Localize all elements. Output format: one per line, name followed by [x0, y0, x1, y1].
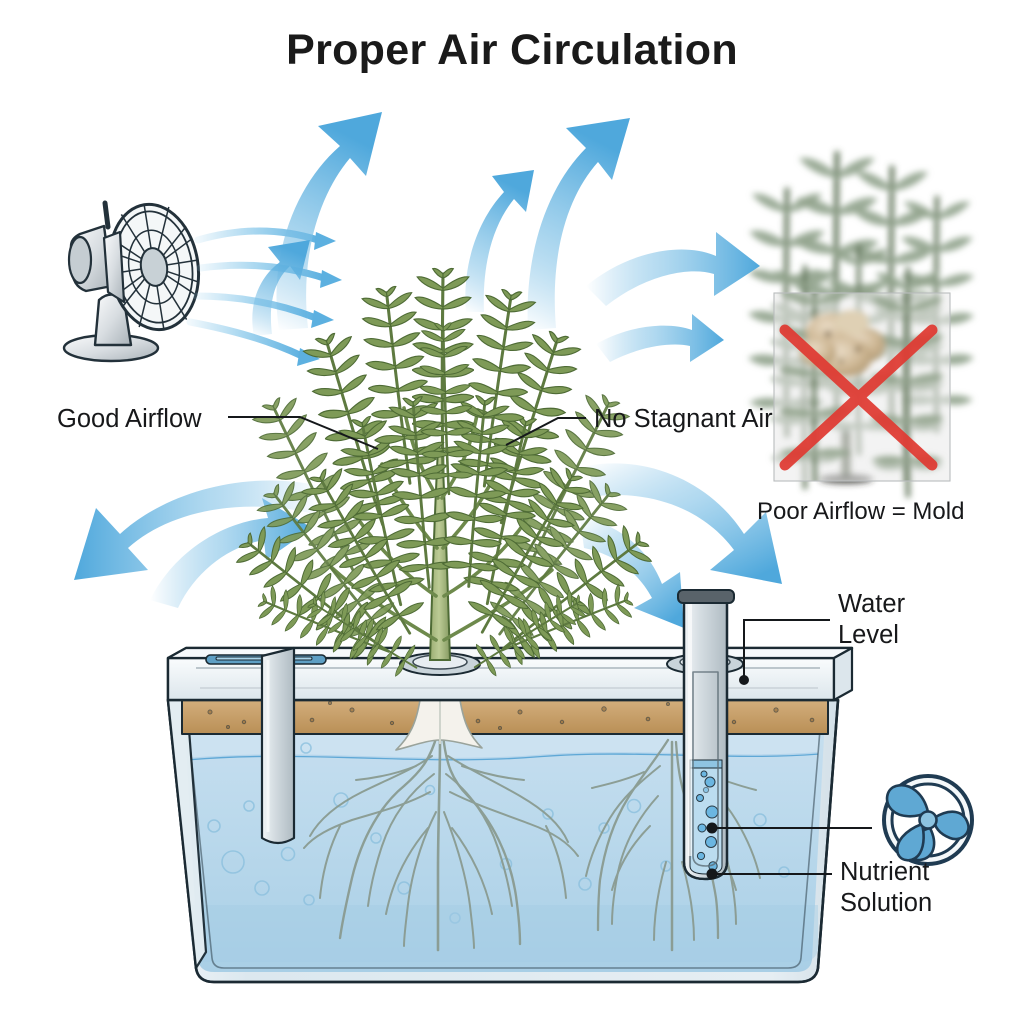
leader-water-level	[743, 619, 830, 680]
leader-no-stagnant-air	[505, 417, 586, 446]
leader-lines	[228, 416, 872, 875]
airflow-arrow-up-left-small	[252, 240, 310, 336]
airflow-arrow-up-right-large	[527, 118, 630, 330]
airflow-arrow-down-right-small	[580, 518, 684, 628]
label-no-stagnant-air: No Stagnant Air	[594, 405, 773, 433]
circulation-fan-icon	[882, 774, 974, 866]
airflow-arrow-right-lower	[596, 314, 724, 362]
airflow-arrow-up-center-small	[465, 170, 534, 312]
airflow-arrow-right-upper	[586, 232, 760, 306]
label-poor-airflow-mold: Poor Airflow = Mold	[757, 498, 965, 525]
airflow-arrow-up-left-large	[276, 112, 382, 330]
red-x-icon	[779, 324, 938, 471]
label-nutrient-solution: Nutrient Solution	[840, 858, 933, 918]
label-water-level: Water Level	[838, 590, 906, 650]
label-good-airflow: Good Airflow	[57, 405, 202, 433]
water-bubbles	[207, 742, 790, 924]
plant-root-system	[303, 733, 761, 952]
page-title: Proper Air Circulation	[286, 26, 738, 74]
aeration-tube	[677, 589, 735, 881]
airflow-arrow-down-right-large	[586, 463, 782, 584]
hydroponic-reservoir	[166, 589, 854, 984]
plant-stem	[428, 449, 452, 661]
leader-line-dots	[706, 675, 749, 880]
aeration-tube-cap	[677, 589, 735, 604]
aeration-bubbles	[696, 770, 719, 871]
rosemary-plant	[226, 268, 662, 685]
reservoir-lid	[166, 646, 854, 702]
airflow-arrow-down-left-large	[74, 480, 320, 580]
desk-fan-icon	[62, 200, 201, 363]
fan-airflow-arrowheads	[297, 232, 342, 366]
overflow-standpipe	[260, 646, 296, 845]
leader-good-airflow	[228, 416, 379, 450]
